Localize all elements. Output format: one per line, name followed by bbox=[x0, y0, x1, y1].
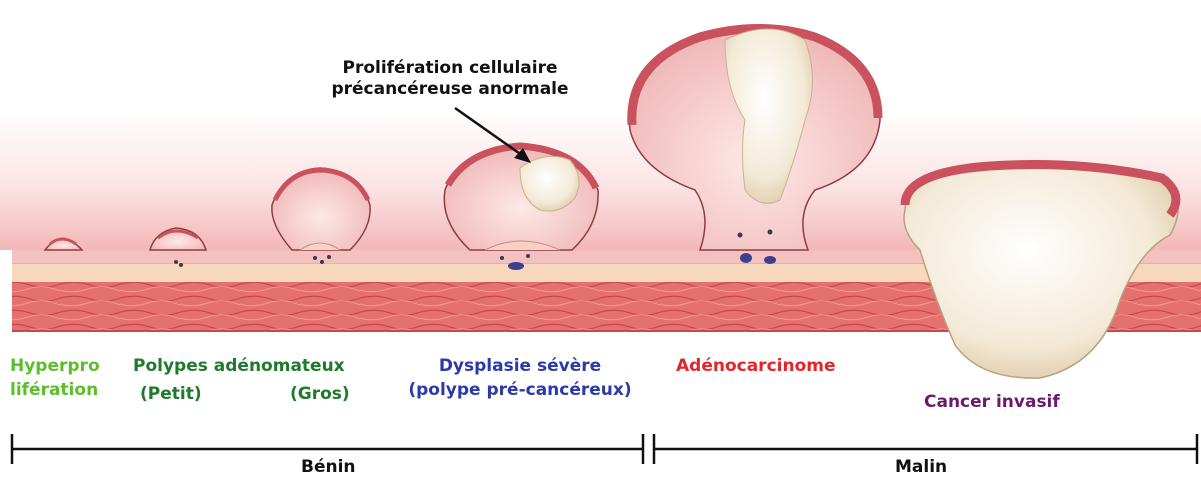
benign-malignant-scale bbox=[12, 434, 1197, 464]
annotation-line-1: Prolifération cellulaire bbox=[300, 58, 600, 79]
annotation-label: Prolifération cellulaire précancéreuse a… bbox=[300, 58, 600, 100]
adenocarcinoma-label: Adénocarcinome bbox=[676, 356, 836, 376]
hyperproliferation-label: Hyperpro lifération bbox=[10, 356, 100, 400]
severe-dysplasia-line-2: (polype pré-cancéreux) bbox=[395, 380, 645, 400]
small-polyp-label: (Petit) bbox=[140, 384, 202, 404]
invasive-cancer-label: Cancer invasif bbox=[924, 392, 1060, 412]
severe-dysplasia-line-1: Dysplasie sévère bbox=[395, 356, 645, 376]
severe-dysplasia-label: Dysplasie sévère (polype pré-cancéreux) bbox=[395, 356, 645, 400]
hyperproliferation-line-1: Hyperpro bbox=[10, 356, 100, 376]
malignant-label: Malin bbox=[895, 457, 947, 477]
benign-label: Bénin bbox=[301, 457, 356, 477]
annotation-line-2: précancéreuse anormale bbox=[300, 79, 600, 100]
adenomatous-polyps-title: Polypes adénomateux bbox=[133, 356, 345, 376]
large-polyp-label: (Gros) bbox=[290, 384, 350, 404]
hyperproliferation-line-2: lifération bbox=[10, 380, 100, 400]
